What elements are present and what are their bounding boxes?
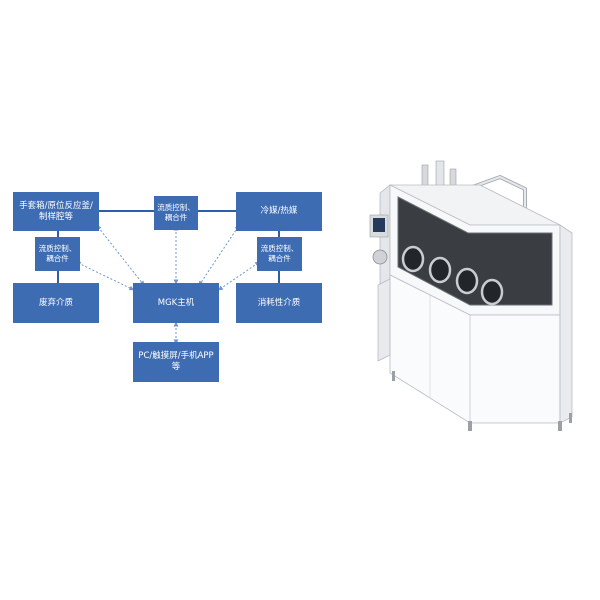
node-waste: 废弃介质 bbox=[13, 283, 99, 323]
glovebox-machine-image bbox=[369, 160, 573, 431]
node-glovebox: 手套箱/原位反应釜/制样腔等 bbox=[13, 192, 99, 231]
node-flow-top: 流质控制、耦合件 bbox=[154, 196, 198, 230]
node-pc: PC/触摸屏/手机APP等 bbox=[133, 342, 219, 382]
node-flow-right: 流质控制、耦合件 bbox=[257, 237, 302, 271]
dotted-link-flowleft-host bbox=[75, 261, 135, 291]
node-consumable: 消耗性介质 bbox=[236, 283, 322, 323]
node-host: MGK主机 bbox=[133, 283, 219, 323]
dotted-link-coldheat-host bbox=[198, 224, 240, 287]
node-cold-heat: 冷媒/热媒 bbox=[236, 192, 322, 231]
dotted-link-glovebox-host bbox=[96, 225, 145, 286]
node-flow-left: 流质控制、耦合件 bbox=[35, 237, 80, 271]
